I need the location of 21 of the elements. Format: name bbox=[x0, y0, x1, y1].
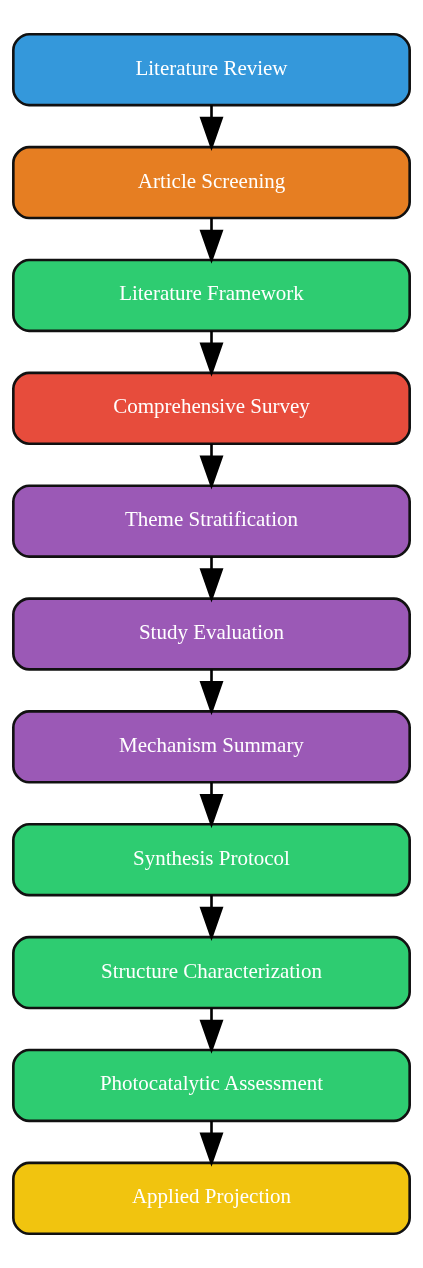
node-box: Photocatalytic Assessment bbox=[12, 1048, 411, 1123]
arrow bbox=[199, 443, 224, 490]
arrow bbox=[199, 331, 224, 377]
arrow bbox=[199, 1008, 224, 1054]
arrow bbox=[199, 895, 224, 941]
arrow bbox=[199, 105, 224, 151]
node-box: Structure Characterization bbox=[12, 935, 411, 1010]
arrow bbox=[199, 1121, 224, 1167]
node-box: Mechanism Summary bbox=[12, 710, 411, 784]
node-box: Article Screening bbox=[12, 145, 411, 220]
node-box: Applied Projection bbox=[12, 1161, 411, 1236]
node-box: Theme Stratification bbox=[12, 484, 411, 558]
node-box: Study Evaluation bbox=[12, 597, 411, 671]
arrow bbox=[199, 556, 224, 603]
node-box: Literature Review bbox=[12, 32, 411, 107]
arrow bbox=[199, 782, 224, 829]
node-box: Comprehensive Survey bbox=[12, 371, 411, 445]
arrow bbox=[199, 669, 224, 716]
node-box: Literature Framework bbox=[12, 258, 411, 333]
node-box: Synthesis Protocol bbox=[12, 823, 411, 897]
arrow bbox=[199, 218, 224, 264]
